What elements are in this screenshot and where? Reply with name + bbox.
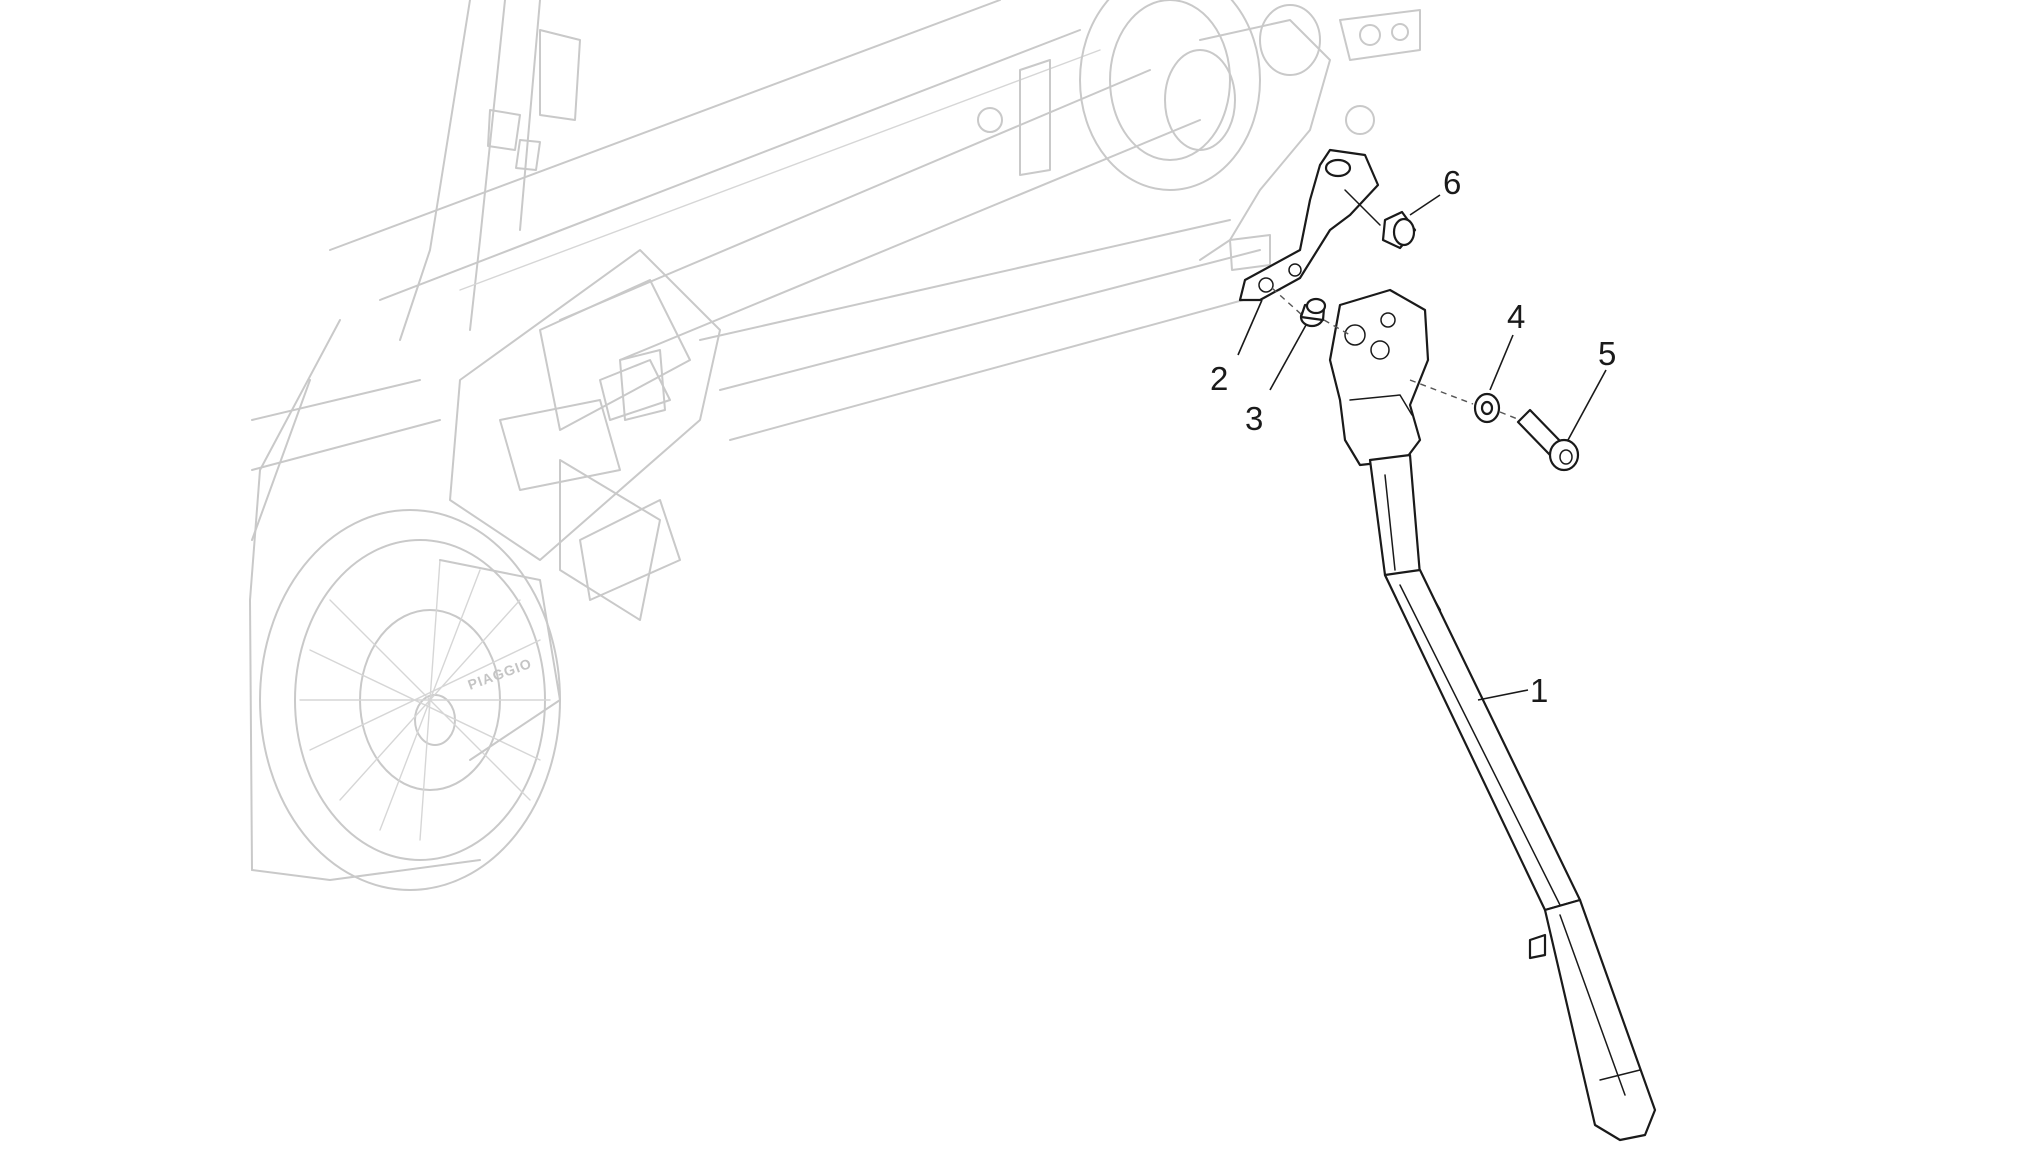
callout-6: 6	[1443, 164, 1461, 201]
part-2-bracket	[1238, 148, 1381, 302]
part-6-cap	[1381, 210, 1417, 250]
part-3-spacer	[1299, 297, 1327, 328]
callout-3: 3	[1245, 400, 1263, 437]
part-5-bolt	[1516, 408, 1580, 472]
callout-5: 5	[1598, 335, 1616, 372]
background-frame: PIAGGIO	[249, 0, 1421, 891]
leader-lines	[1237, 194, 1607, 701]
callout-labels: 1 2 3 4 5 6	[1210, 164, 1616, 709]
part-4-washer	[1473, 392, 1501, 424]
callout-2: 2	[1210, 360, 1228, 397]
part-1-kickstand	[1328, 288, 1657, 1142]
callout-4: 4	[1507, 298, 1525, 335]
callout-1: 1	[1530, 672, 1548, 709]
assembly-guides	[1271, 287, 1521, 421]
